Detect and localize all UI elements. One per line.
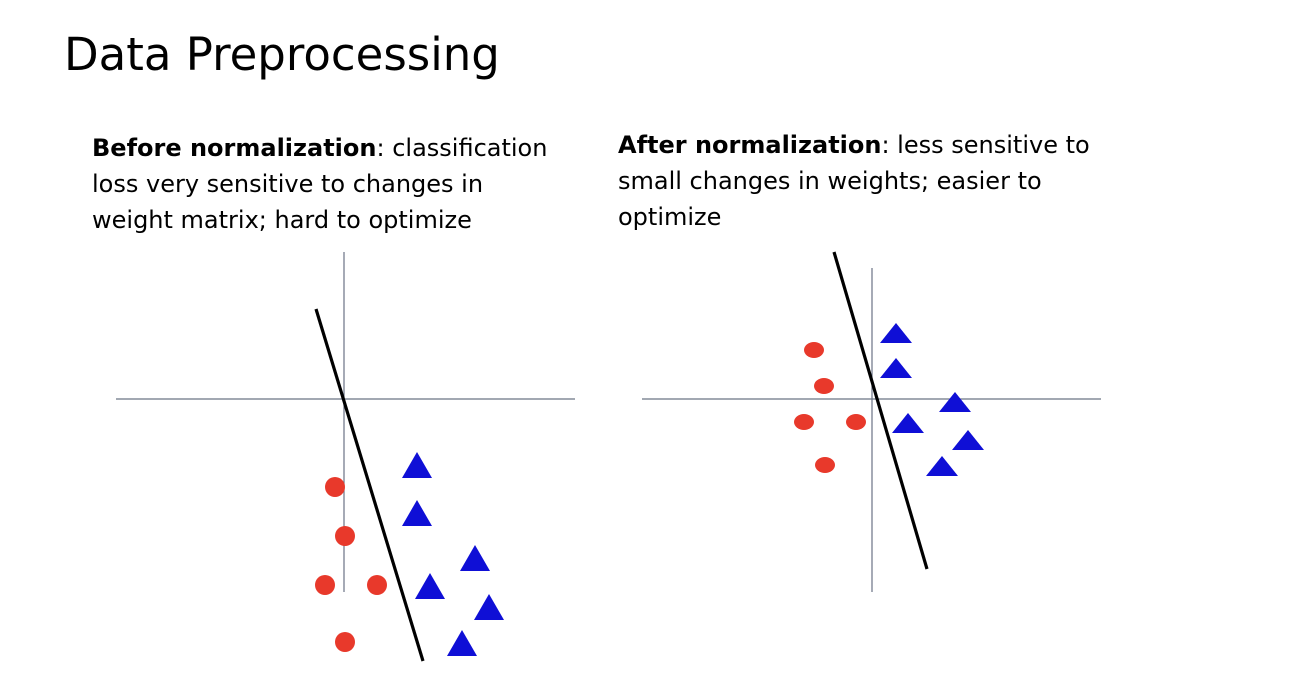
before-triangle-point	[474, 594, 504, 620]
after-circle-point	[804, 342, 824, 358]
caption-before-heading: Before normalization	[92, 134, 377, 162]
before-triangle-point	[402, 500, 432, 526]
before-circle-point	[335, 632, 355, 652]
before-triangle-point	[415, 573, 445, 599]
after-triangle-point	[892, 413, 924, 433]
before-triangle-point	[447, 630, 477, 656]
after-triangle-point	[939, 392, 971, 412]
after-triangle-point	[952, 430, 984, 450]
caption-after-text: : less sensitive to small changes in wei…	[618, 131, 1090, 231]
before-decision-boundary	[314, 308, 425, 662]
after-triangle-point	[880, 358, 912, 378]
before-circle-point	[325, 477, 345, 497]
before-circle-point	[315, 575, 335, 595]
caption-after-heading: After normalization	[618, 131, 882, 159]
caption-before-text: : classification loss very sensitive to …	[92, 134, 548, 234]
after-circle-point	[814, 378, 834, 394]
after-triangle-point	[926, 456, 958, 476]
after-circle-point	[846, 414, 866, 430]
after-circle-point	[815, 457, 835, 473]
after-panel	[642, 251, 1101, 592]
slide-title: Data Preprocessing	[64, 28, 500, 81]
before-triangle-point	[402, 452, 432, 478]
before-panel	[116, 252, 575, 662]
after-decision-boundary	[832, 251, 929, 570]
before-circle-point	[367, 575, 387, 595]
after-circle-point	[794, 414, 814, 430]
after-triangle-point	[880, 323, 912, 343]
before-circle-point	[335, 526, 355, 546]
before-triangle-point	[460, 545, 490, 571]
caption-before-normalization: Before normalization: classification los…	[92, 130, 562, 238]
caption-after-normalization: After normalization: less sensitive to s…	[618, 127, 1098, 235]
